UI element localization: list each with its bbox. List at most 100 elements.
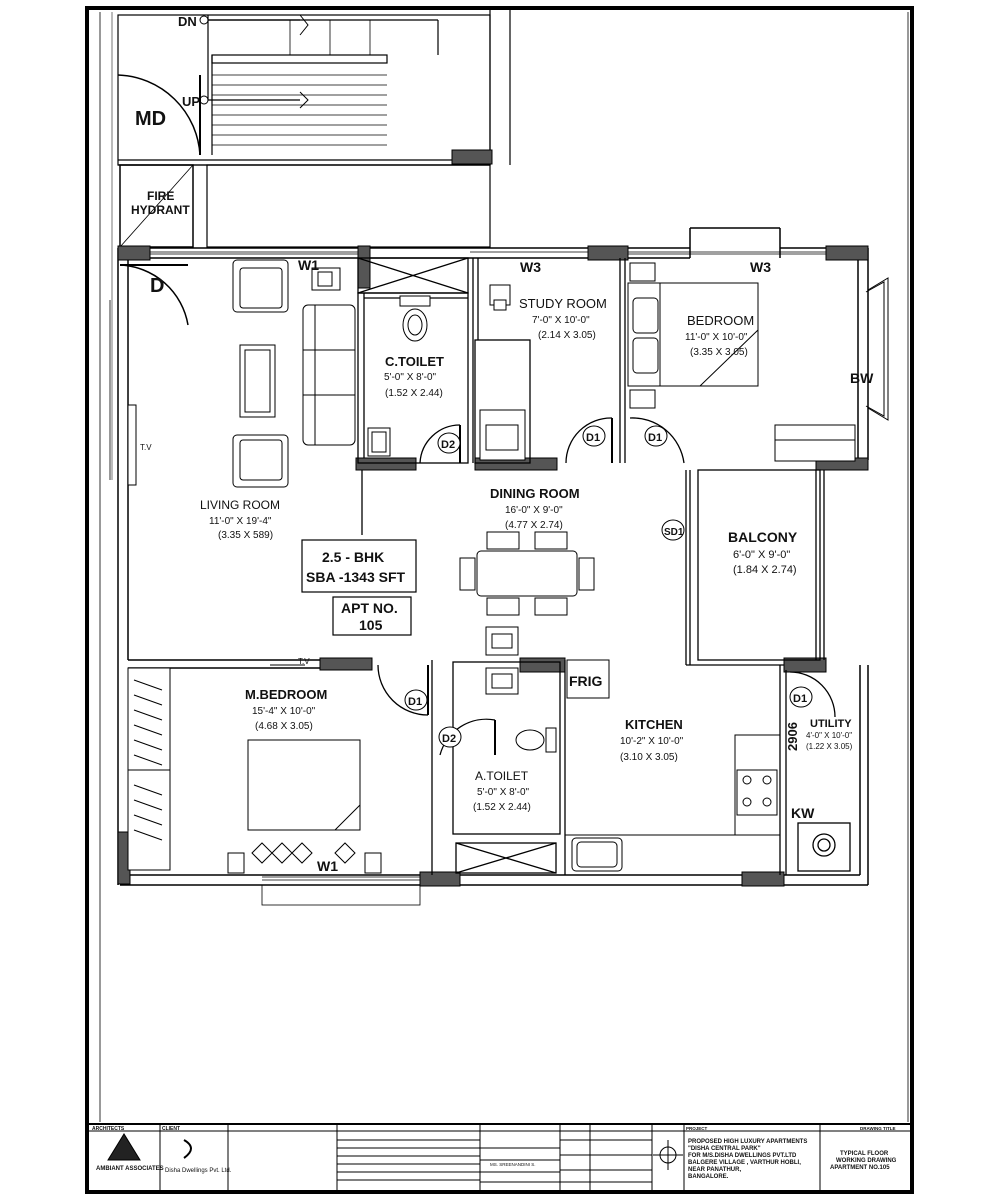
lobby-wall xyxy=(206,164,491,248)
living-tv-label: T.V xyxy=(140,443,152,452)
study-door-tag xyxy=(582,425,606,447)
tb-drawing-header: DRAWING TITLE xyxy=(860,1126,896,1131)
mbedroom-door-label: D1 xyxy=(408,696,422,708)
dining-room-dim: 16'-0" X 9'-0" xyxy=(505,505,563,516)
stair-arrow-bottom xyxy=(299,91,309,109)
ctoilet-door-tag xyxy=(437,432,461,454)
ctoilet-metric: (1.52 X 2.44) xyxy=(385,388,443,399)
mbedroom-metric: (4.68 X 3.05) xyxy=(255,721,313,732)
main-door-swing xyxy=(117,74,201,156)
utility-metric: (1.22 X 3.05) xyxy=(806,742,853,751)
atoilet-fixtures xyxy=(485,667,557,753)
kitchen-dim: 10'-2" X 10'-0" xyxy=(620,736,684,747)
atoilet-door-tag xyxy=(438,726,462,748)
kitchen-counter xyxy=(565,734,781,872)
mbedroom-name: M.BEDROOM xyxy=(245,687,327,702)
dining-room-name: DINING ROOM xyxy=(490,486,580,501)
atoilet-name: A.TOILET xyxy=(475,769,529,783)
stair-lobby xyxy=(117,10,511,166)
utility-walls xyxy=(779,665,851,875)
mbedroom-tv-label: T.V xyxy=(298,657,310,666)
kitchen-name: KITCHEN xyxy=(625,717,683,732)
bedroom-door-label: D1 xyxy=(648,432,662,444)
atoilet-dim: 5'-0" X 8'-0" xyxy=(477,787,530,798)
bedroom-door-tag xyxy=(644,425,668,447)
atoilet-metric: (1.52 X 2.44) xyxy=(473,802,531,813)
living-furniture xyxy=(127,259,356,488)
bay-window xyxy=(865,277,889,421)
apt-label: APT NO. xyxy=(341,600,398,616)
bhk-box xyxy=(301,539,417,593)
fire-hydrant-line2: HYDRANT xyxy=(131,203,190,217)
fridge-label: FRIG xyxy=(569,673,603,689)
column xyxy=(451,149,493,165)
tb-architect-firm: AMBIANT ASSOCIATES xyxy=(96,1166,164,1172)
fire-hydrant-box xyxy=(119,164,194,248)
apartment-walls xyxy=(117,227,869,886)
fridge-box xyxy=(566,659,610,699)
mbedroom-furniture xyxy=(127,664,382,874)
bedroom-dim: 11'-0" X 10'-0" xyxy=(685,332,748,343)
stair-up-marker xyxy=(199,95,209,105)
stair-down-label: DN xyxy=(178,14,197,29)
study-walls xyxy=(472,258,626,464)
utility-door-tag xyxy=(789,686,813,708)
sheet-border xyxy=(85,6,914,1194)
tb-drawing-line3: APARTMENT NO.105 xyxy=(830,1165,890,1171)
balcony-metric: (1.84 X 2.74) xyxy=(733,564,797,576)
balcony-door-label: SD1 xyxy=(664,527,684,538)
ctoilet-door-swing xyxy=(419,424,461,464)
tb-drawing-line1: TYPICAL FLOOR xyxy=(840,1151,889,1157)
fire-hydrant-line1: FIRE xyxy=(147,189,174,203)
utility-name: UTILITY xyxy=(810,718,852,730)
ctoilet-name: C.TOILET xyxy=(385,354,444,369)
tb-client-header: CLIENT xyxy=(162,1126,180,1132)
living-room-dim: 11'-0" X 19'-4" xyxy=(209,516,272,527)
main-door-label: MD xyxy=(135,108,166,130)
balcony-door-tag xyxy=(661,519,685,541)
balcony-walls xyxy=(685,469,825,666)
study-window-label: W3 xyxy=(520,259,541,275)
study-door-label: D1 xyxy=(586,432,600,444)
tb-client-name: Disha Dwellings Pvt. Ltd. xyxy=(165,1168,232,1174)
utility-dim: 4'-0" X 10'-0" xyxy=(806,731,852,740)
apt-number: 105 xyxy=(359,617,383,633)
bedroom-furniture xyxy=(627,262,856,462)
study-door-swing xyxy=(565,417,613,464)
stair-arrow-top xyxy=(299,14,309,36)
atoilet-walls xyxy=(431,660,566,875)
bedroom-door-swing xyxy=(629,417,685,464)
entry-door-swing xyxy=(119,264,189,326)
apt-box xyxy=(332,596,412,636)
kitchen-window-label: KW xyxy=(791,805,815,821)
mbedroom-window-label: W1 xyxy=(317,858,338,874)
mbedroom-door-tag xyxy=(404,689,428,711)
utility-door-label: D1 xyxy=(793,693,807,705)
tb-project-line6: BANGALORE. xyxy=(688,1174,729,1180)
entry-door-label: D xyxy=(150,275,164,297)
bedroom-name: BEDROOM xyxy=(687,313,754,328)
bhk-label: 2.5 - BHK xyxy=(322,549,384,565)
balcony-dim: 6'-0" X 9'-0" xyxy=(733,549,790,561)
ctoilet-dim: 5'-0" X 8'-0" xyxy=(384,372,437,383)
mbedroom-dim: 15'-4" X 10'-0" xyxy=(252,706,316,717)
living-room-name: LIVING ROOM xyxy=(200,498,280,512)
atoilet-door-label: D2 xyxy=(442,733,456,745)
tb-drawing-line2: WORKING DRAWING xyxy=(836,1158,897,1164)
fire-hydrant-diagonal xyxy=(119,164,194,248)
tb-project-header: PROJECT xyxy=(686,1126,708,1131)
utility-dimension-label: 2906 xyxy=(785,722,800,751)
atoilet-door-swing xyxy=(439,718,496,756)
sba-label: SBA -1343 SFT xyxy=(306,569,406,585)
ctoilet-door-label: D2 xyxy=(441,439,455,451)
balcony-name: BALCONY xyxy=(728,529,798,545)
bedroom-metric: (3.35 X 3.05) xyxy=(690,347,748,358)
tb-project-line3: FOR M/S.DISHA DWELLINGS PVT.LTD xyxy=(688,1153,797,1159)
stair-up-label: UP xyxy=(182,94,200,109)
tb-drawn-by: MS. SREENANDINI S. xyxy=(490,1162,536,1167)
bedroom-window-label: W3 xyxy=(750,259,771,275)
title-block xyxy=(87,1123,912,1192)
dining-room-metric: (4.77 X 2.74) xyxy=(505,520,563,531)
tb-project-line4: BALGERE VILLAGE , VARTHUR HOBLI, xyxy=(688,1160,801,1166)
